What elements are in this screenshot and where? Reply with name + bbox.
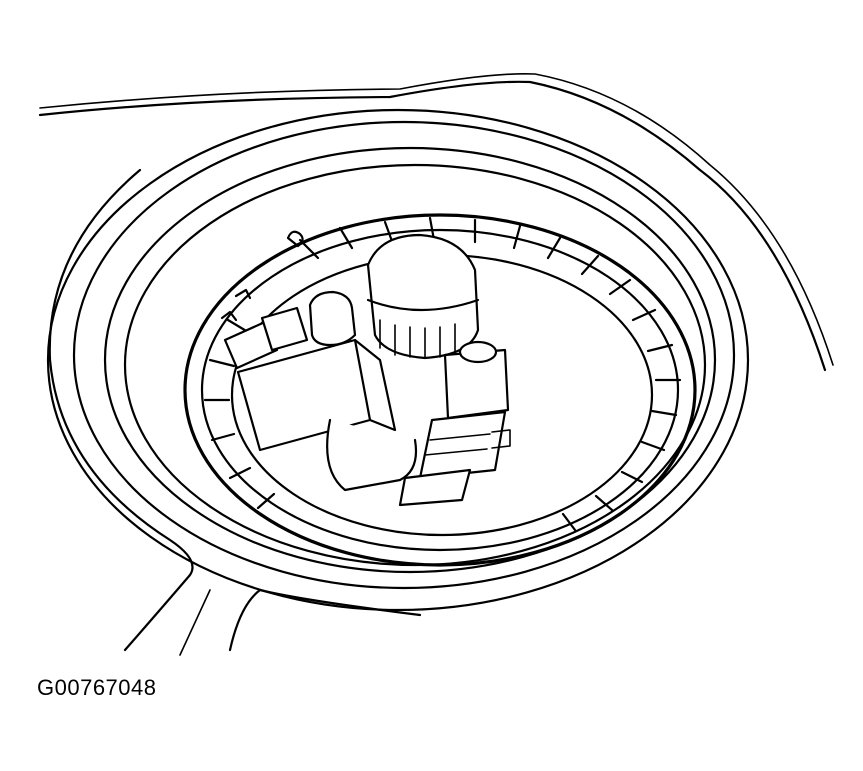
tank-recess-rings: [46, 108, 750, 612]
module-reservoir-dome: [366, 233, 480, 360]
lock-ring-tabs: [203, 216, 682, 532]
electrical-connector-left: [236, 338, 418, 492]
mounting-clips: [220, 230, 304, 322]
fuel-line-fitting: [223, 290, 357, 370]
figure-id-label: G00767048: [37, 675, 157, 700]
tank-top-contour: [38, 72, 834, 656]
electrical-connector-right: [398, 340, 511, 507]
